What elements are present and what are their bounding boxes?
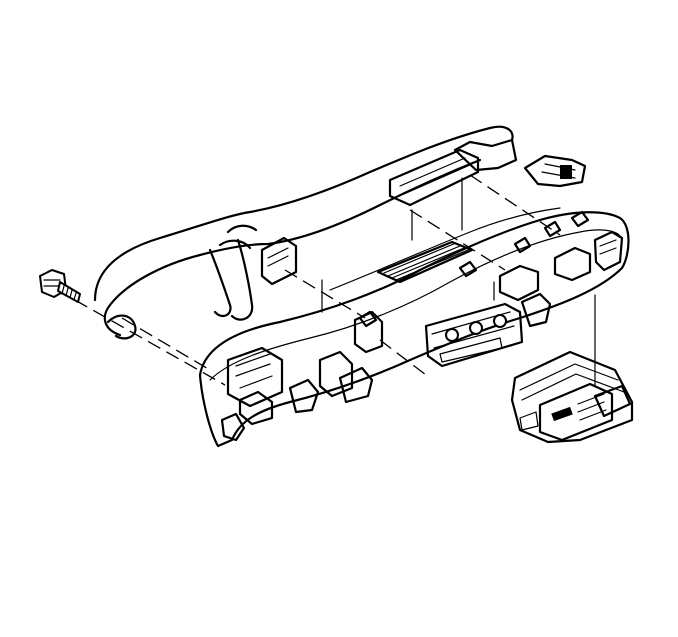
harness-clip-leader [409,209,506,271]
wiring-harness [93,125,587,340]
carrier-upper-edge [329,207,561,291]
harness-clip-leader-2 [469,174,561,236]
harness-main-lower [103,158,482,337]
control-housing [424,302,524,368]
bolt-shank [57,281,81,303]
right-vent-opening-1 [498,264,540,302]
control-button-row [439,337,503,363]
harness-end-connector [523,154,587,188]
harness-loop-left [106,314,137,340]
left-foot [220,412,246,442]
bolt-threads [61,285,77,301]
right-lower-bracket [520,292,552,328]
radio-housing [510,350,634,444]
defroster-grille [376,240,474,284]
left-lower-mount [238,390,274,426]
mounting-tab-4 [570,210,590,228]
harness-main-upper [93,125,514,302]
fusebox-ribs [399,157,471,195]
mounting-tab-5 [358,310,378,328]
hvac-control-module [424,302,524,368]
radio-outline [510,350,634,444]
harness-branch-drop [208,238,254,321]
harness-connector-left [260,236,298,286]
connector-latch [560,165,572,179]
harness-connector-right [453,138,518,172]
radio-top-ribs [519,363,625,401]
harness-leader-mid [284,269,366,319]
grille-frame [376,240,474,284]
radio-left-tab [519,411,539,431]
right-end-panel [593,230,624,272]
bolt-leader-line-2 [121,317,211,371]
mounting-tab-3 [543,220,562,238]
mounting-tab-1 [458,260,478,278]
connector-ribs [267,247,289,267]
control-knob-right [493,314,507,328]
radio-front-face [538,382,614,442]
control-knob-left [445,328,459,342]
center-lower-duct [318,350,354,398]
mounting-tab-2 [513,236,532,254]
grille-slats [383,242,469,281]
retaining-bolt [39,269,81,303]
carrier-inner-edge [209,229,621,381]
control-leader [379,339,431,379]
left-end-bracket [226,346,284,408]
control-knob-center [469,321,483,335]
left-bracket-ribs [235,353,273,389]
center-lower-bracket [338,366,374,404]
carrier-outline [198,211,630,448]
steering-support [288,378,320,414]
right-end-ribs [599,239,617,255]
center-vertical-brace [353,310,384,354]
alignment-leader-lines [74,174,596,386]
right-vent-opening-2 [553,246,592,282]
harness-clip-mount [218,224,258,250]
bolt-leader-line [74,299,226,386]
instrument-panel-carrier [198,207,630,448]
radio-side-bracket [593,384,632,418]
radio-button-rows [577,393,607,421]
radio-display [551,406,573,422]
harness-fusebox [388,148,480,207]
